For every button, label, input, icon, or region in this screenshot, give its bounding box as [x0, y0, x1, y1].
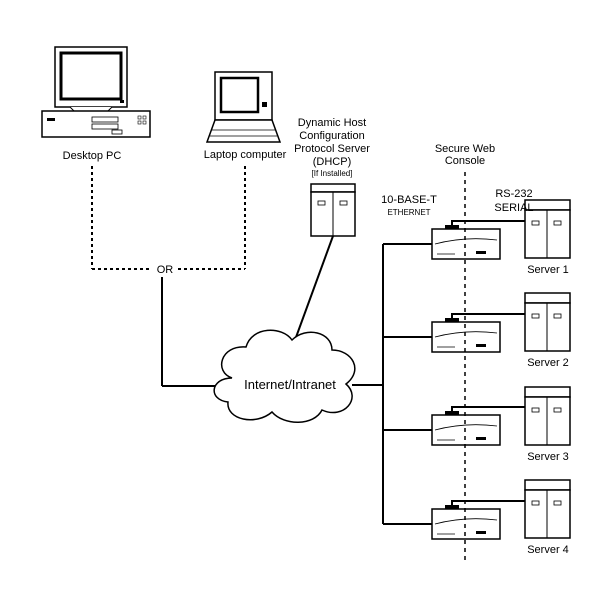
console-unit: [431, 318, 501, 353]
server-icon: [524, 386, 571, 446]
server-icon: [524, 199, 571, 259]
laptop-label: Laptop computer: [204, 149, 287, 161]
server-label: Server 3: [527, 451, 569, 463]
console-label-line: Console: [445, 155, 485, 167]
ethernet-label-line: ETHERNET: [387, 208, 430, 217]
console-unit: [431, 505, 501, 540]
serial-label-line: SERIAL: [494, 202, 533, 214]
dhcp-note: [If Installed]: [312, 169, 353, 178]
dhcp-label-line: Protocol Server: [294, 143, 370, 155]
serial-cables: [451, 220, 525, 507]
or-label: OR: [157, 264, 174, 276]
desktop-pc-icon: [41, 46, 151, 138]
console-unit: [431, 225, 501, 260]
console-label-line: Secure Web: [435, 143, 495, 155]
dhcp-label-line: Configuration: [299, 130, 364, 142]
desktop-pc-label: Desktop PC: [63, 150, 122, 162]
client-connection-lines: [91, 166, 246, 270]
internet-cloud: [213, 329, 356, 423]
laptop-icon: [205, 71, 282, 143]
server-label: Server 2: [527, 357, 569, 369]
dhcp-server-icon: [310, 183, 356, 237]
ethernet-label-line: 10-BASE-T: [381, 194, 437, 206]
network-links: [161, 235, 432, 525]
server-icon: [524, 292, 571, 352]
server-label: Server 4: [527, 544, 569, 556]
cloud-label: Internet/Intranet: [244, 377, 336, 392]
server-label: Server 1: [527, 264, 569, 276]
console-unit: [431, 411, 501, 446]
dhcp-label-line: Dynamic Host: [298, 117, 366, 129]
server-icon: [524, 479, 571, 539]
dhcp-label-line: (DHCP): [313, 156, 352, 168]
serial-label-line: RS-232: [495, 188, 532, 200]
